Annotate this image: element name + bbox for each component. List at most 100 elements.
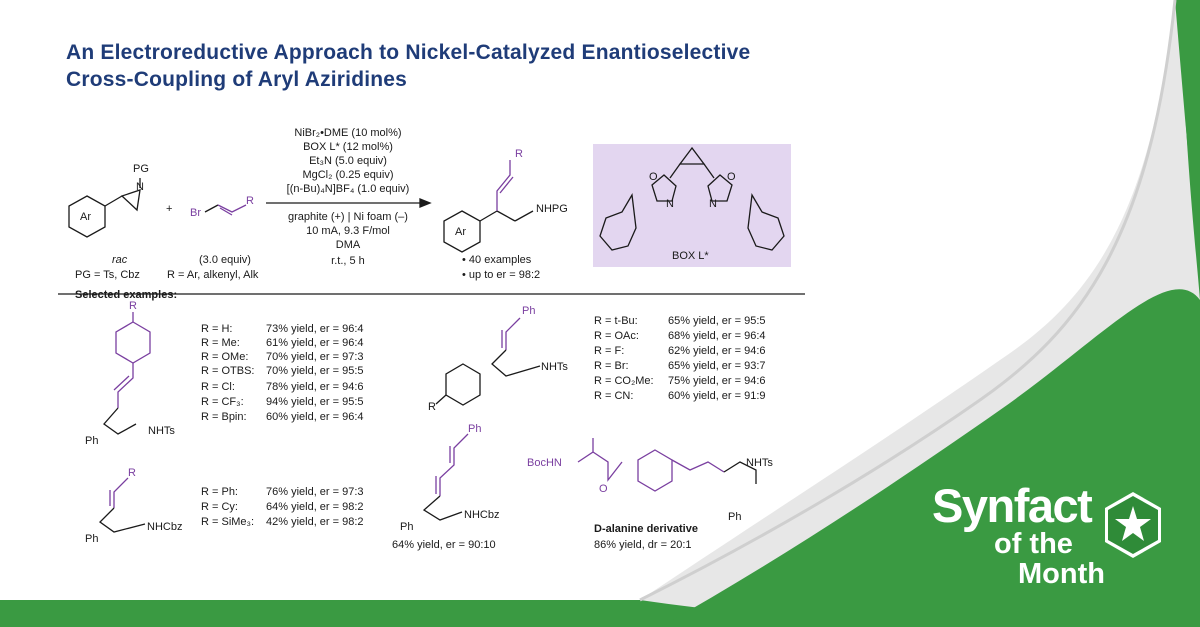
ex3-row-0-r: R = Ph:	[201, 486, 238, 498]
condition-line-8: DMA	[336, 239, 361, 251]
title-line-1: An Electroreductive Approach to Nickel-C…	[66, 41, 751, 64]
ex2-row-0-r: R = t-Bu:	[594, 315, 638, 327]
ex3-row-1-v: 64% yield, er = 98:2	[266, 501, 364, 513]
rac-label: rac	[112, 254, 128, 266]
condition-line-9: r.t., 5 h	[331, 255, 365, 267]
condition-line-5: [(n-Bu)₄N]BF₄ (1.0 equiv)	[287, 183, 410, 195]
example3-structure	[98, 477, 146, 533]
plus-sign: +	[166, 203, 172, 215]
condition-line-1: NiBr₂•DME (10 mol%)	[294, 127, 401, 139]
ex3-r-label: R	[128, 467, 136, 479]
ex2-row-4-v: 75% yield, er = 94:6	[668, 375, 766, 387]
vinyl-bromide	[204, 204, 219, 213]
reaction-scheme	[68, 160, 534, 253]
ex2-row-3-v: 65% yield, er = 93:7	[668, 360, 766, 372]
pg-definition: PG = Ts, Cbz	[75, 269, 140, 281]
ex2-row-5-v: 60% yield, er = 91:9	[668, 390, 766, 402]
logo-word-synfact: Synfact	[932, 479, 1093, 532]
ligand-o-1: O	[649, 171, 658, 183]
ex2-results: R = t-Bu: 65% yield, er = 95:5 R = OAc: …	[594, 315, 766, 402]
ex1-row-1-v: 61% yield, er = 96:4	[266, 337, 364, 349]
ex3-row-2-r: R = SiMe₃:	[201, 516, 254, 528]
bromide-label: Br	[190, 207, 201, 219]
ex2-row-3-r: R = Br:	[594, 360, 629, 372]
product-bullet-1: • 40 examples	[462, 254, 532, 266]
ex2-row-1-r: R = OAc:	[594, 330, 639, 342]
ex3-ph-label: Ph	[85, 533, 98, 545]
example2-structure	[435, 317, 541, 406]
ex5-name: D-alanine derivative	[594, 523, 698, 535]
article-title: An Electroreductive Approach to Nickel-C…	[66, 39, 966, 93]
product-nhpg-label: NHPG	[536, 203, 568, 215]
ex1-row-1-r: R = Me:	[201, 337, 240, 349]
ex2-row-2-v: 62% yield, er = 94:6	[668, 345, 766, 357]
example4-structure	[422, 433, 469, 521]
alkene-r-label: R	[246, 195, 254, 207]
condition-line-7: 10 mA, 9.3 F/mol	[306, 225, 390, 237]
condition-line-4: MgCl₂ (0.25 equiv)	[302, 169, 393, 181]
ex2-nhts-label: NHTs	[541, 361, 568, 373]
ligand-label: BOX L*	[672, 250, 709, 262]
ex4-ph-label: Ph	[400, 521, 413, 533]
ex1-row-0-v: 73% yield, er = 96:4	[266, 323, 364, 335]
example1-structure	[103, 312, 151, 435]
ligand-n-1: N	[666, 198, 674, 210]
ligand-n-2: N	[709, 198, 717, 210]
ex4-ph-top-label: Ph	[468, 423, 481, 435]
ex4-nhcbz-label: NHCbz	[464, 509, 499, 521]
logo-word-of-the: of the	[994, 528, 1073, 560]
ex2-row-4-r: R = CO₂Me:	[594, 375, 654, 387]
ex5-result: 86% yield, dr = 20:1	[594, 539, 692, 551]
ex1-row-3-r: R = OTBS:	[201, 365, 255, 377]
star-hexagon-icon	[1105, 492, 1161, 558]
title-line-2: Cross-Coupling of Aryl Aziridines	[66, 68, 408, 91]
ex1-row-4-r: R = Cl:	[201, 381, 235, 393]
ex1-results: R = H: 73% yield, er = 96:4 R = Me: 61% …	[201, 323, 364, 423]
ex2-ph-label: Ph	[522, 305, 535, 317]
ex1-r-label: R	[129, 300, 137, 312]
ex1-row-4-v: 78% yield, er = 94:6	[266, 381, 364, 393]
ex2-row-2-r: R = F:	[594, 345, 624, 357]
aziridine-n-label: N	[136, 181, 144, 193]
ex1-row-5-r: R = CF₃:	[201, 396, 244, 408]
ex1-row-5-v: 94% yield, er = 95:5	[266, 396, 364, 408]
alkene-equiv: (3.0 equiv)	[199, 254, 251, 266]
ex1-nhts-label: NHTs	[148, 425, 175, 437]
ex3-results: R = Ph: 76% yield, er = 97:3 R = Cy: 64%…	[201, 486, 364, 528]
ex3-row-0-v: 76% yield, er = 97:3	[266, 486, 364, 498]
ligand-box	[593, 144, 791, 267]
ex1-row-2-v: 70% yield, er = 97:3	[266, 351, 364, 363]
condition-line-6: graphite (+) | Ni foam (–)	[288, 211, 408, 223]
ex5-ph-label: Ph	[728, 511, 741, 523]
ex2-row-0-v: 65% yield, er = 95:5	[668, 315, 766, 327]
ex5-o-label: O	[599, 483, 608, 495]
ex1-row-2-r: R = OMe:	[201, 351, 248, 363]
example5-structure	[577, 438, 757, 492]
r-definition: R = Ar, alkenyl, Alk	[167, 269, 259, 281]
ex1-row-6-v: 60% yield, er = 96:4	[266, 411, 364, 423]
aziridine-ar-label: Ar	[80, 211, 91, 223]
ex1-ph-label: Ph	[85, 435, 98, 447]
aziridine-ring	[120, 189, 141, 212]
aziridine-pg-label: PG	[133, 163, 149, 175]
page-curl-shade	[639, 0, 1177, 602]
ex5-bochn-label: BocHN	[527, 457, 562, 469]
green-background	[660, 0, 1200, 627]
product-bullet-2: • up to er = 98:2	[462, 269, 540, 281]
ex1-row-0-r: R = H:	[201, 323, 232, 335]
condition-line-2: BOX L* (12 mol%)	[303, 141, 393, 153]
ex2-row-5-r: R = CN:	[594, 390, 633, 402]
ex3-row-2-v: 42% yield, er = 98:2	[266, 516, 364, 528]
ex4-result: 64% yield, er = 90:10	[392, 539, 496, 551]
ex5-nhts-label: NHTs	[746, 457, 773, 469]
ex3-row-1-r: R = Cy:	[201, 501, 238, 513]
product-ar-label: Ar	[455, 226, 466, 238]
ex1-row-3-v: 70% yield, er = 95:5	[266, 365, 364, 377]
ex1-row-6-r: R = Bpin:	[201, 411, 247, 423]
product-r-label: R	[515, 148, 523, 160]
ex2-row-1-v: 68% yield, er = 96:4	[668, 330, 766, 342]
logo-word-month: Month	[1018, 558, 1105, 590]
ligand-o-2: O	[727, 171, 736, 183]
selected-examples-label: Selected examples:	[75, 289, 177, 301]
